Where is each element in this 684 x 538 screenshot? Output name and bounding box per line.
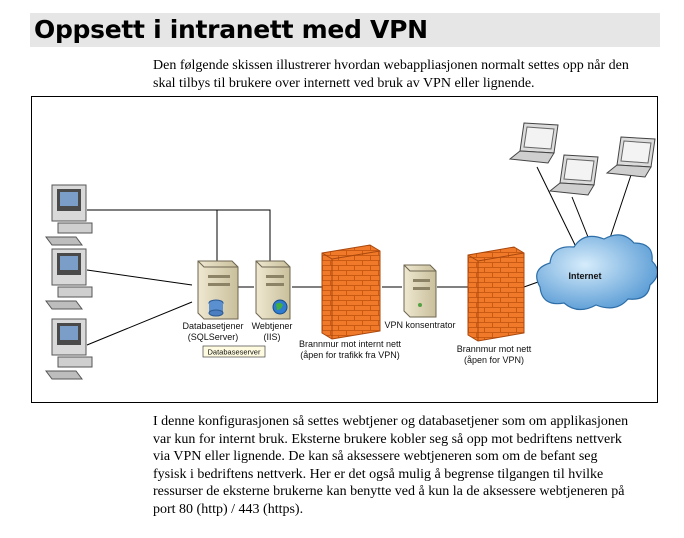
body-line: via VPN eller lignende. De kan så aksess… — [153, 449, 598, 464]
body-line: fysisk i bedriftens nettverk. Her er det… — [153, 466, 604, 482]
dbserver-label: Databasetjener — [182, 321, 243, 331]
network-diagram: Databasetjener (SQLServer) Databaseserve… — [31, 96, 658, 403]
link-cloud-laptop1 — [536, 166, 578, 250]
intro-paragraph: Den følgende skissen illustrerer hvordan… — [153, 57, 663, 92]
heading-bar: Oppsett i intranett med VPN — [30, 13, 660, 47]
database-server-icon — [197, 260, 239, 320]
link-cloud-laptop3 — [606, 171, 633, 248]
dbserver-tag-box — [202, 345, 266, 358]
page-title: Oppsett i intranett med VPN — [34, 15, 428, 44]
laptop-icon — [508, 122, 559, 164]
intro-line: Den følgende skissen illustrerer hvordan… — [153, 58, 629, 73]
network-diagram-svg: Databasetjener (SQLServer) Databaseserve… — [45, 122, 657, 380]
vpn-concentrator-label: VPN konsentrator — [384, 320, 455, 330]
body-paragraph: I denne konfigurasjonen så settes webtje… — [153, 413, 673, 518]
firewall-icon — [321, 244, 381, 340]
dbserver-label: (SQLServer) — [188, 332, 239, 342]
firewall-external-label: Brannmur mot nett — [457, 344, 532, 354]
webserver-label: Webtjener — [252, 321, 293, 331]
laptop-icon — [605, 136, 656, 178]
internet-label: Internet — [568, 271, 601, 281]
internet-cloud-icon — [536, 234, 657, 311]
web-server-icon — [255, 260, 291, 320]
vpn-concentrator-icon — [403, 264, 437, 318]
body-line: port 80 (http) / 443 (https). — [153, 501, 304, 517]
firewall-internal-label: Brannmur mot internt nett — [299, 339, 402, 349]
desktop-computer-icon — [45, 248, 93, 310]
dbserver-tag: Databaseserver — [208, 348, 261, 357]
link-pc2-db — [86, 269, 193, 286]
firewall-internal-label: (åpen for trafikk fra VPN) — [300, 350, 400, 360]
body-line: var kun for internt bruk. Eksterne bruke… — [153, 431, 622, 447]
desktop-computer-icon — [45, 184, 93, 246]
link-pc3-db — [86, 301, 193, 346]
body-line: ressurser de eksterne brukerne kan benyt… — [153, 484, 625, 499]
body-line: I denne konfigurasjonen så settes webtje… — [153, 414, 629, 429]
intro-line: skal tilbys til brukere over internett v… — [153, 75, 535, 91]
webserver-label: (IIS) — [264, 332, 281, 342]
laptop-icon — [548, 154, 599, 196]
link-pc1-web — [87, 209, 271, 262]
firewall-external-label: (åpen for VPN) — [464, 355, 524, 365]
desktop-computer-icon — [45, 318, 93, 380]
firewall-icon — [467, 246, 525, 342]
